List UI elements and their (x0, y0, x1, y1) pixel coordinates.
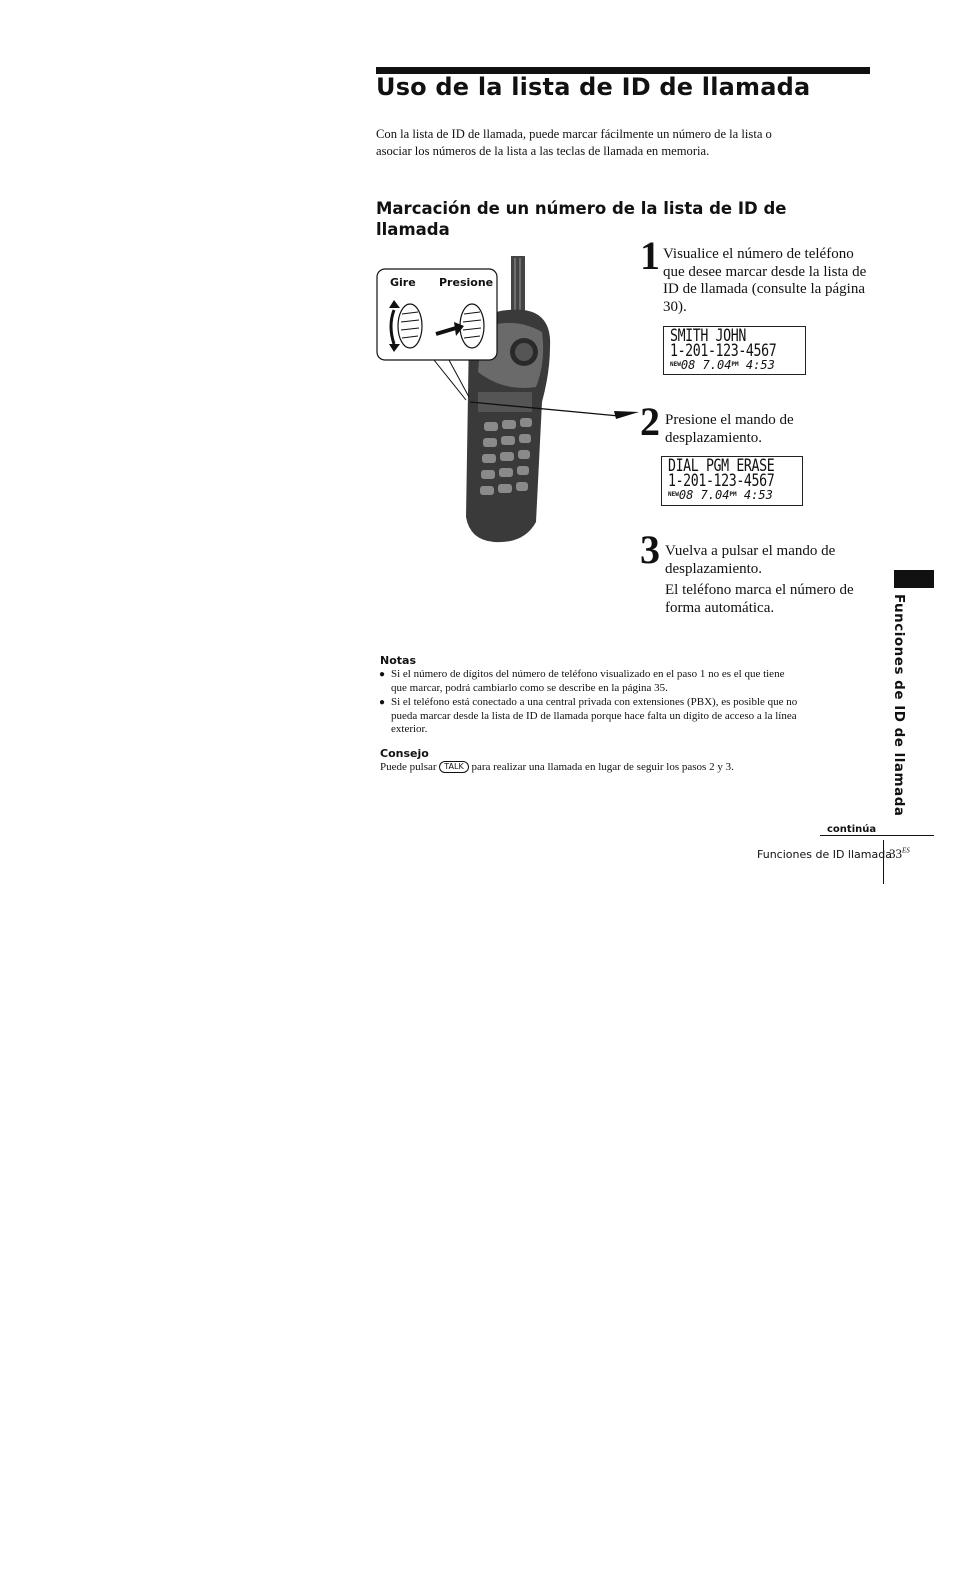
lcd-display-step-2: DIAL PGM ERASE 1-201-123-4567 NEW08 7.04… (661, 456, 803, 506)
title-rule (376, 67, 870, 74)
lcd-line-3: NEW08 7.04PM 4:53 (670, 359, 805, 371)
tip-heading: Consejo (380, 747, 429, 760)
page-title: Uso de la lista de ID de llamada (376, 73, 811, 101)
lcd-ampm: PM (731, 361, 739, 368)
lcd-line-2: 1-201-123-4567 (670, 341, 777, 361)
intro-paragraph: Con la lista de ID de llamada, puede mar… (376, 127, 772, 158)
step-1-number: 1 (640, 233, 660, 278)
lcd-line-1: SMITH JOHN (670, 326, 746, 346)
tip-text: Puede pulsar TALK para realizar una llam… (380, 761, 820, 775)
press-dial-icon (435, 303, 485, 349)
rotate-dial-icon (389, 300, 423, 352)
phone-keypad (480, 418, 532, 495)
lcd-date: 08 7.04 (680, 358, 732, 372)
tip-text-before: Puede pulsar (380, 761, 437, 773)
new-flag: NEW (668, 491, 679, 498)
bullet-icon: ● (379, 669, 386, 680)
note-text-2: Si el teléfono está conectado a una cent… (391, 696, 798, 735)
step-1-text: Visualice el número de teléfono que dese… (663, 246, 867, 315)
lcd-line-2: 1-201-123-4567 (668, 471, 775, 491)
talk-key-icon: TALK (439, 761, 469, 773)
step-2-number: 2 (640, 399, 660, 444)
lcd-time: 4:53 (743, 488, 773, 502)
tip-text-after: para realizar una llamada en lugar de se… (471, 761, 734, 773)
lcd-time: 4:53 (745, 358, 775, 372)
step-3-number: 3 (640, 527, 660, 572)
continued-label: continúa (827, 824, 877, 835)
label-turn: Gire (390, 276, 416, 289)
label-press: Presione (439, 276, 494, 289)
side-tab-label: Funciones de ID de llamada (891, 594, 911, 816)
phone-antenna (511, 256, 525, 316)
page-number: 33ES (889, 846, 910, 862)
note-item-1: ● Si el número de dígitos del número de … (379, 668, 801, 695)
lcd-display-step-1: SMITH JOHN 1-201-123-4567 NEW08 7.04PM 4… (663, 326, 806, 375)
page-number-suffix: ES (902, 846, 910, 855)
lcd-line-1: DIAL PGM ERASE (668, 456, 775, 476)
note-item-2: ● Si el teléfono está conectado a una ce… (379, 696, 801, 737)
section-heading: Marcación de un número de la lista de ID… (376, 199, 787, 239)
lcd-date: 08 7.04 (678, 488, 730, 502)
notes-heading: Notas (380, 654, 416, 667)
footer-rule (820, 835, 934, 836)
footer-section-name: Funciones de ID llamada (757, 848, 892, 861)
note-text-1: Si el número de dígitos del número de te… (391, 668, 785, 694)
footer-divider (883, 840, 884, 884)
page-number-value: 33 (889, 846, 902, 861)
phone-illustration (376, 256, 639, 543)
step-2-text: Presione el mando de desplazamiento. (665, 412, 794, 446)
lcd-ampm: PM (729, 491, 737, 498)
lcd-line-3: NEW08 7.04PM 4:53 (668, 489, 802, 501)
step-3-result-text: El teléfono marca el número de forma aut… (665, 582, 854, 616)
new-flag: NEW (670, 361, 681, 368)
pointer-arrow (614, 411, 639, 419)
section-tab-marker (894, 570, 934, 588)
side-tab-text: Funciones de ID de llamada (891, 594, 907, 817)
bullet-icon: ● (379, 697, 386, 708)
step-3-text: Vuelva a pulsar el mando de desplazamien… (665, 543, 836, 577)
